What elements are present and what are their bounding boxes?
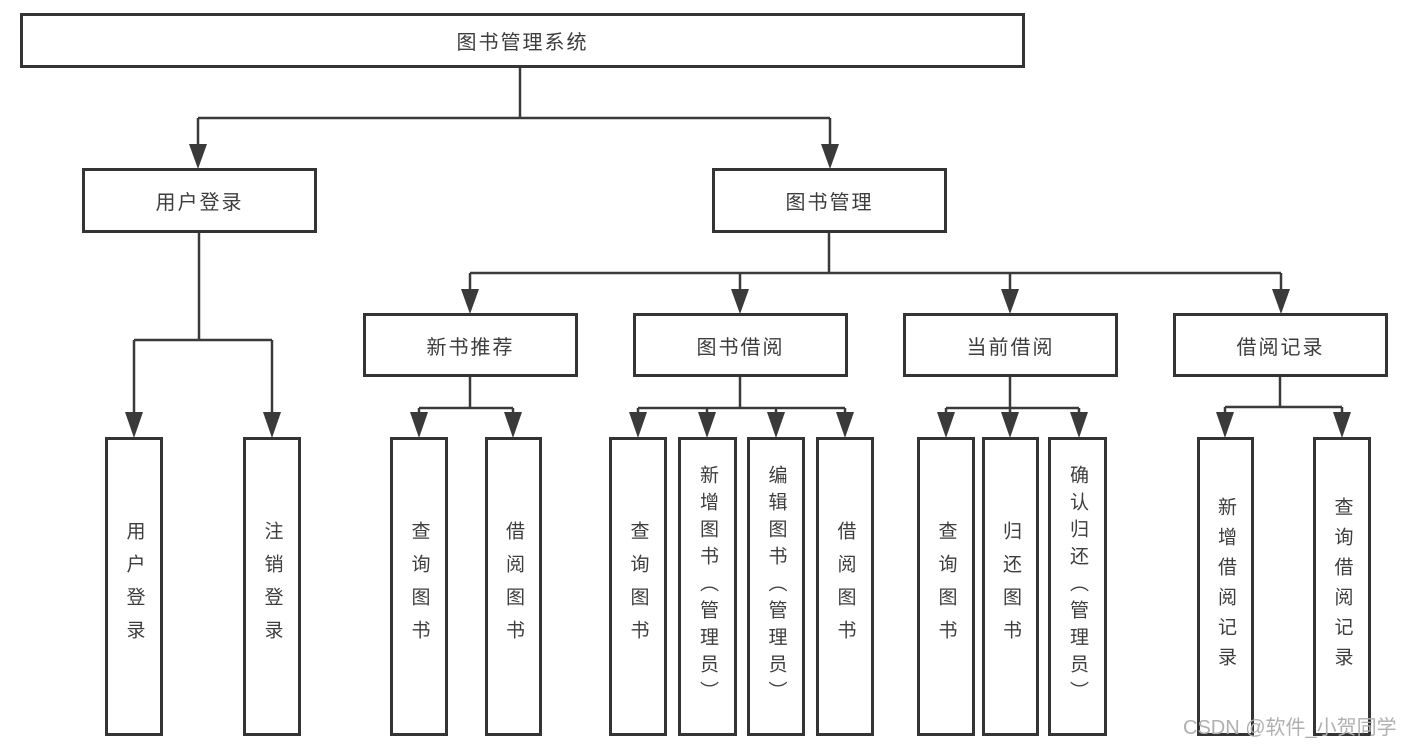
leaf-return-book: 归还图书 — [982, 437, 1039, 736]
node-current-borrow: 当前借阅 — [903, 313, 1118, 377]
leaf-query-book-borrow: 查询图书 — [609, 437, 667, 736]
leaf-add-borrow-record: 新增借阅记录 — [1197, 437, 1254, 736]
leaf-query-book-recommend-label: 查询图书 — [408, 520, 430, 653]
node-new-book-recommend: 新书推荐 — [363, 313, 578, 377]
leaf-edit-book-admin-label: 编辑图书（管理员） — [765, 465, 787, 708]
leaf-user-login-label: 用户登录 — [123, 520, 145, 653]
node-book-borrow-label: 图书借阅 — [696, 336, 785, 359]
leaf-borrow-book-recommend: 借阅图书 — [485, 437, 542, 736]
leaf-query-book-borrow-label: 查询图书 — [627, 520, 649, 653]
leaf-query-book-current: 查询图书 — [917, 437, 975, 736]
leaf-borrow-book-label: 借阅图书 — [834, 520, 856, 653]
node-current-borrow-label: 当前借阅 — [966, 336, 1055, 359]
leaf-logout-label: 注销登录 — [261, 520, 283, 653]
leaf-add-book-admin: 新增图书（管理员） — [678, 437, 737, 736]
leaf-borrow-book-recommend-label: 借阅图书 — [503, 520, 524, 653]
node-book-borrow: 图书借阅 — [633, 313, 848, 377]
leaf-query-book-current-label: 查询图书 — [935, 520, 957, 653]
arrowhead-icons — [125, 144, 1351, 438]
node-book-management: 图书管理 — [712, 168, 947, 233]
leaf-return-book-label: 归还图书 — [1000, 520, 1021, 653]
leaf-user-login: 用户登录 — [105, 437, 163, 736]
node-user-login-label: 用户登录 — [155, 192, 244, 214]
leaf-edit-book-admin: 编辑图书（管理员） — [747, 437, 805, 736]
leaf-logout: 注销登录 — [243, 437, 301, 736]
leaf-query-borrow-record-label: 查询借阅记录 — [1331, 496, 1353, 677]
leaf-add-borrow-record-label: 新增借阅记录 — [1215, 496, 1236, 677]
leaf-query-borrow-record: 查询借阅记录 — [1313, 437, 1371, 736]
node-new-book-recommend-label: 新书推荐 — [426, 336, 515, 359]
leaf-query-book-recommend: 查询图书 — [390, 437, 448, 736]
node-book-management-label: 图书管理 — [785, 192, 874, 214]
leaf-confirm-return-admin-label: 确认归还（管理员） — [1067, 465, 1088, 708]
csdn-watermark: CSDN @软件_小贺同学 — [1183, 717, 1397, 739]
leaf-confirm-return-admin: 确认归还（管理员） — [1048, 437, 1107, 736]
node-borrow-records-label: 借阅记录 — [1236, 336, 1325, 359]
node-user-login: 用户登录 — [82, 168, 317, 233]
leaf-add-book-admin-label: 新增图书（管理员） — [697, 465, 718, 708]
node-borrow-records: 借阅记录 — [1173, 313, 1388, 377]
node-root-label: 图书管理系统 — [456, 32, 589, 54]
leaf-borrow-book: 借阅图书 — [816, 437, 874, 736]
node-root-system: 图书管理系统 — [20, 13, 1025, 68]
